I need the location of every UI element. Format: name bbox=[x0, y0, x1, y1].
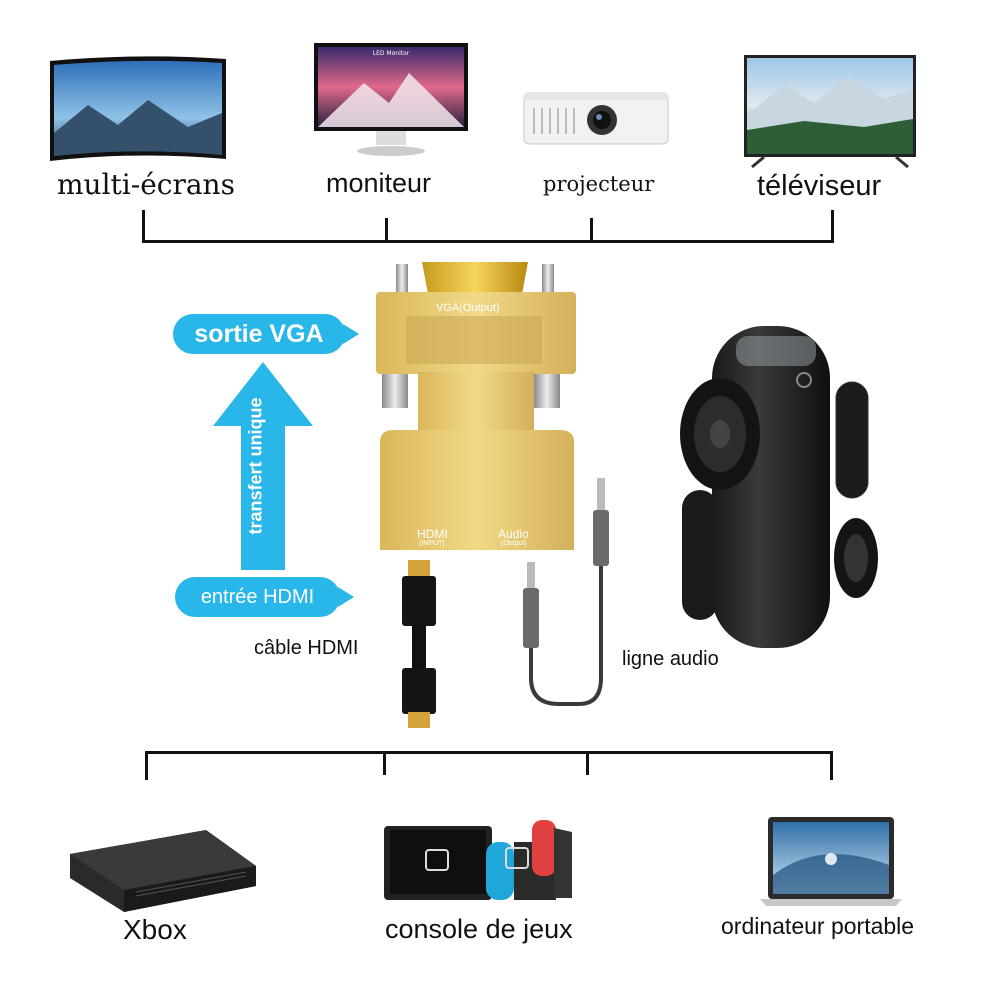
game-console-icon bbox=[384, 820, 572, 900]
top-label-multi-screens: multi-écrans bbox=[57, 168, 235, 201]
bottom-bracket-tick bbox=[586, 751, 589, 775]
bottom-label-game-console: console de jeux bbox=[385, 914, 573, 944]
up-arrow-icon bbox=[213, 362, 313, 570]
top-bracket-tick bbox=[385, 218, 388, 240]
bottom-bracket bbox=[145, 751, 833, 780]
top-label-tv: téléviseur bbox=[757, 170, 882, 202]
tv-icon bbox=[744, 55, 916, 169]
top-bracket-tick bbox=[590, 218, 593, 240]
top-label-monitor: moniteur bbox=[326, 168, 432, 198]
projector-icon bbox=[523, 92, 669, 145]
top-label-projector: projecteur bbox=[543, 172, 655, 196]
audio-cable-icon bbox=[523, 478, 609, 706]
hdmi-cable-label: câble HDMI bbox=[254, 637, 359, 659]
hdmi-port-label: HDMI bbox=[417, 527, 448, 541]
vga-port-label: VGA(Output) bbox=[436, 302, 500, 314]
audio-port-sub: (Output) bbox=[501, 540, 527, 547]
monitor-icon: LED Monitor bbox=[314, 43, 468, 156]
input-pill: entrée HDMI bbox=[175, 577, 340, 617]
input-label: entrée HDMI bbox=[200, 586, 315, 608]
speaker-icon bbox=[680, 326, 878, 648]
output-pill: sortie VGA bbox=[173, 314, 345, 354]
bottom-bracket-tick bbox=[383, 751, 386, 775]
transfer-label: transfert unique bbox=[245, 397, 266, 535]
hdmi-port-sub: (INPUT) bbox=[419, 540, 445, 547]
top-bracket bbox=[142, 210, 834, 243]
vga-hdmi-adapter bbox=[376, 262, 576, 550]
audio-line-label: ligne audio bbox=[622, 648, 719, 670]
output-label: sortie VGA bbox=[194, 320, 324, 348]
laptop-icon bbox=[760, 817, 902, 906]
xbox-console-icon bbox=[70, 830, 256, 912]
bottom-label-laptop: ordinateur portable bbox=[721, 913, 915, 939]
audio-port-label: Audio bbox=[498, 527, 529, 541]
bottom-label-xbox: Xbox bbox=[123, 914, 187, 945]
hdmi-cable-icon bbox=[402, 560, 436, 728]
monitor-screen-text: LED Monitor bbox=[373, 50, 410, 57]
multi-screen-icon bbox=[50, 56, 226, 161]
